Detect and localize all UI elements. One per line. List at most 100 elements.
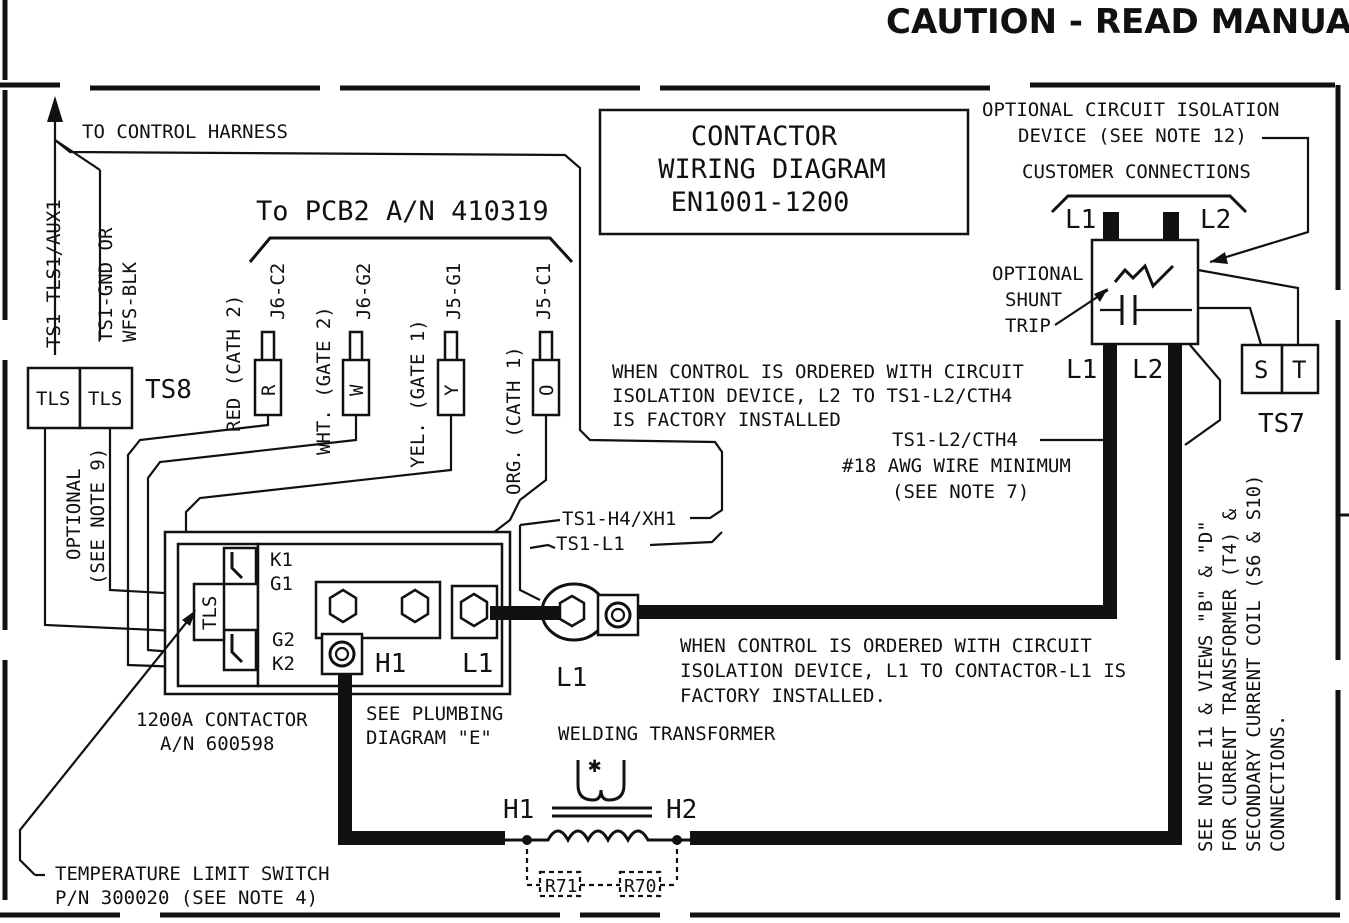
ts7-term-t: T — [1292, 356, 1306, 384]
note-l2-line-2: ISOLATION DEVICE, L2 TO TS1-L2/CTH4 — [612, 385, 1012, 407]
connector-j6-g2: J6-G2 — [353, 263, 375, 320]
wire-wfs-blk: WFS-BLK — [119, 261, 141, 342]
arrow-icon — [1094, 288, 1108, 302]
wire-label-l1: TS1-L1 — [556, 533, 625, 555]
scr-k1-icon — [230, 552, 244, 580]
note-l1-line-2: ISOLATION DEVICE, L1 TO CONTACTOR-L1 IS — [680, 660, 1126, 682]
terminal-h1-icon — [328, 640, 356, 668]
resistor-r70-icon — [618, 870, 662, 898]
terminal-h1-label: H1 — [375, 649, 406, 679]
note-l1-line-1: WHEN CONTROL IS ORDERED WITH CIRCUIT — [680, 635, 1092, 657]
pin-letter-w: W — [346, 384, 368, 396]
note-l1-line-3: FACTORY INSTALLED. — [680, 685, 886, 707]
iso-top-l1: L1 — [1065, 205, 1096, 235]
iso-top-l2: L2 — [1200, 205, 1231, 235]
scr-k2-icon — [230, 634, 244, 664]
wire-white: WHT. (GATE 2) — [313, 306, 335, 455]
arrow-up-icon — [47, 96, 63, 122]
pin-yellow: J5-G1 Y YEL. (GATE 1) — [407, 263, 466, 468]
shunt-label-2: SHUNT — [1005, 289, 1062, 311]
pcb2-connectors: To PCB2 A/N 410319 J6-C2 R RED (CATH 2) … — [126, 196, 574, 670]
side-note-3: SECONDARY CURRENT COIL (S6 & S10) — [1243, 475, 1265, 853]
terminal-g2: G2 — [272, 629, 295, 651]
pin-letter-r: R — [258, 384, 280, 396]
isolation-label-2: DEVICE (SEE NOTE 12) — [1018, 125, 1247, 147]
title-line-1: CONTACTOR — [691, 121, 838, 152]
iso-bot-l2: L2 — [1132, 355, 1163, 385]
resistor-r71-icon — [538, 870, 582, 898]
wire-cth4-note: (SEE NOTE 7) — [892, 481, 1029, 503]
ts7-label: TS7 — [1258, 409, 1305, 439]
bolt-icon — [558, 594, 586, 628]
pin-letter-y: Y — [441, 384, 463, 396]
terminal-k1: K1 — [270, 549, 293, 571]
optional-label: OPTIONAL — [63, 468, 85, 560]
pin-white: J6-G2 W WHT. (GATE 2) — [313, 263, 375, 455]
resistor-r71: R71 — [545, 876, 578, 897]
note-l2-line-1: WHEN CONTROL IS ORDERED WITH CIRCUIT — [612, 361, 1024, 383]
shunt-label-1: OPTIONAL — [992, 263, 1084, 285]
side-note-4: CONNECTIONS. — [1267, 715, 1289, 852]
wire-ts1-aux: TS1-TLS1/AUX1 — [43, 199, 65, 348]
title-line-3: EN1001-1200 — [671, 187, 850, 218]
isolation-label-1: OPTIONAL CIRCUIT ISOLATION — [982, 99, 1279, 121]
transformer-label: WELDING TRANSFORMER — [558, 723, 776, 745]
pin-letter-o: O — [536, 385, 558, 396]
optional-note: (SEE NOTE 9) — [87, 448, 109, 585]
tls-note-2: P/N 300020 (SEE NOTE 4) — [55, 887, 318, 909]
contactor-label: 1200A CONTACTOR — [136, 709, 308, 731]
welding-transformer: WELDING TRANSFORMER ✱ H1 H2 R71 R70 — [503, 723, 776, 898]
ts7-terminal-block: S T TS7 — [1240, 343, 1320, 439]
pin-orange: J5-C1 O ORG. (CATH 1) — [503, 263, 561, 495]
terminal-k2: K2 — [272, 653, 295, 675]
title-box: CONTACTOR WIRING DIAGRAM EN1001-1200 — [598, 108, 970, 236]
side-note-1: SEE NOTE 11 & VIEWS "B" & "D" — [1195, 520, 1217, 852]
side-note: SEE NOTE 11 & VIEWS "B" & "D" FOR CURREN… — [1195, 475, 1289, 853]
plumbing-note-1: SEE PLUMBING — [366, 703, 503, 725]
thermal-trip-icon — [1113, 263, 1175, 289]
arrow-icon — [182, 610, 196, 626]
wire-yellow: YEL. (GATE 1) — [407, 319, 429, 468]
l1-lug: L1 — [490, 582, 640, 693]
title-line-2: WIRING DIAGRAM — [658, 154, 886, 185]
iso-bot-l1: L1 — [1066, 355, 1097, 385]
terminal-g1: G1 — [270, 573, 293, 595]
tls-note-1: TEMPERATURE LIMIT SWITCH — [55, 863, 330, 885]
wire-cth4-gauge: #18 AWG WIRE MINIMUM — [842, 455, 1071, 477]
pcb2-label: To PCB2 A/N 410319 — [256, 196, 549, 227]
temperature-limit-note: TEMPERATURE LIMIT SWITCH P/N 300020 (SEE… — [18, 610, 330, 909]
transformer-winding-icon — [505, 829, 690, 844]
circuit-isolation-device: OPTIONAL CIRCUIT ISOLATION DEVICE (SEE N… — [982, 99, 1310, 446]
wire-ts1-gnd: TS1-GND OR — [95, 227, 117, 342]
resistor-r70: R70 — [624, 876, 657, 897]
customer-connections-label: CUSTOMER CONNECTIONS — [1022, 161, 1251, 183]
ts8-term-1: TLS — [36, 388, 70, 410]
bolt-icon — [400, 588, 430, 624]
contactor-part-number: A/N 600598 — [160, 733, 274, 755]
ts8-label: TS8 — [145, 375, 192, 405]
wire-orange: ORG. (CATH 1) — [503, 346, 525, 495]
terminal-l1-label: L1 — [462, 649, 493, 679]
arrow-icon — [1210, 252, 1228, 264]
wire-label-h4: TS1-H4/XH1 — [562, 508, 676, 530]
terminal-l1-icon — [604, 601, 632, 629]
ts8-terminal-block: TLS TLS TS8 OPTIONAL (SEE NOTE 9) — [26, 366, 201, 634]
shunt-label-3: TRIP — [1005, 315, 1051, 337]
lug-l1-label: L1 — [556, 663, 587, 693]
bolt-icon — [328, 588, 358, 624]
bolt-icon — [459, 592, 489, 628]
ts8-term-2: TLS — [88, 388, 122, 410]
connector-j5-c1: J5-C1 — [533, 263, 555, 320]
note-l2-line-3: IS FACTORY INSTALLED — [612, 409, 841, 431]
plumbing-note-2: DIAGRAM "E" — [366, 727, 492, 749]
contactor-tls: TLS — [199, 596, 221, 630]
caution-heading: CAUTION - READ MANUA — [886, 2, 1349, 42]
side-note-2: FOR CURRENT TRANSFORMER (T4) & — [1219, 508, 1241, 852]
contactor-1200a: K1 G1 G2 K2 TLS H1 L1 1200A CONTACTOR A/… — [136, 530, 512, 755]
asterisk-icon: ✱ — [588, 753, 601, 778]
wire-red: RED (CATH 2) — [223, 295, 245, 432]
transformer-h1: H1 — [503, 795, 534, 825]
transformer-core-icon — [576, 760, 626, 802]
